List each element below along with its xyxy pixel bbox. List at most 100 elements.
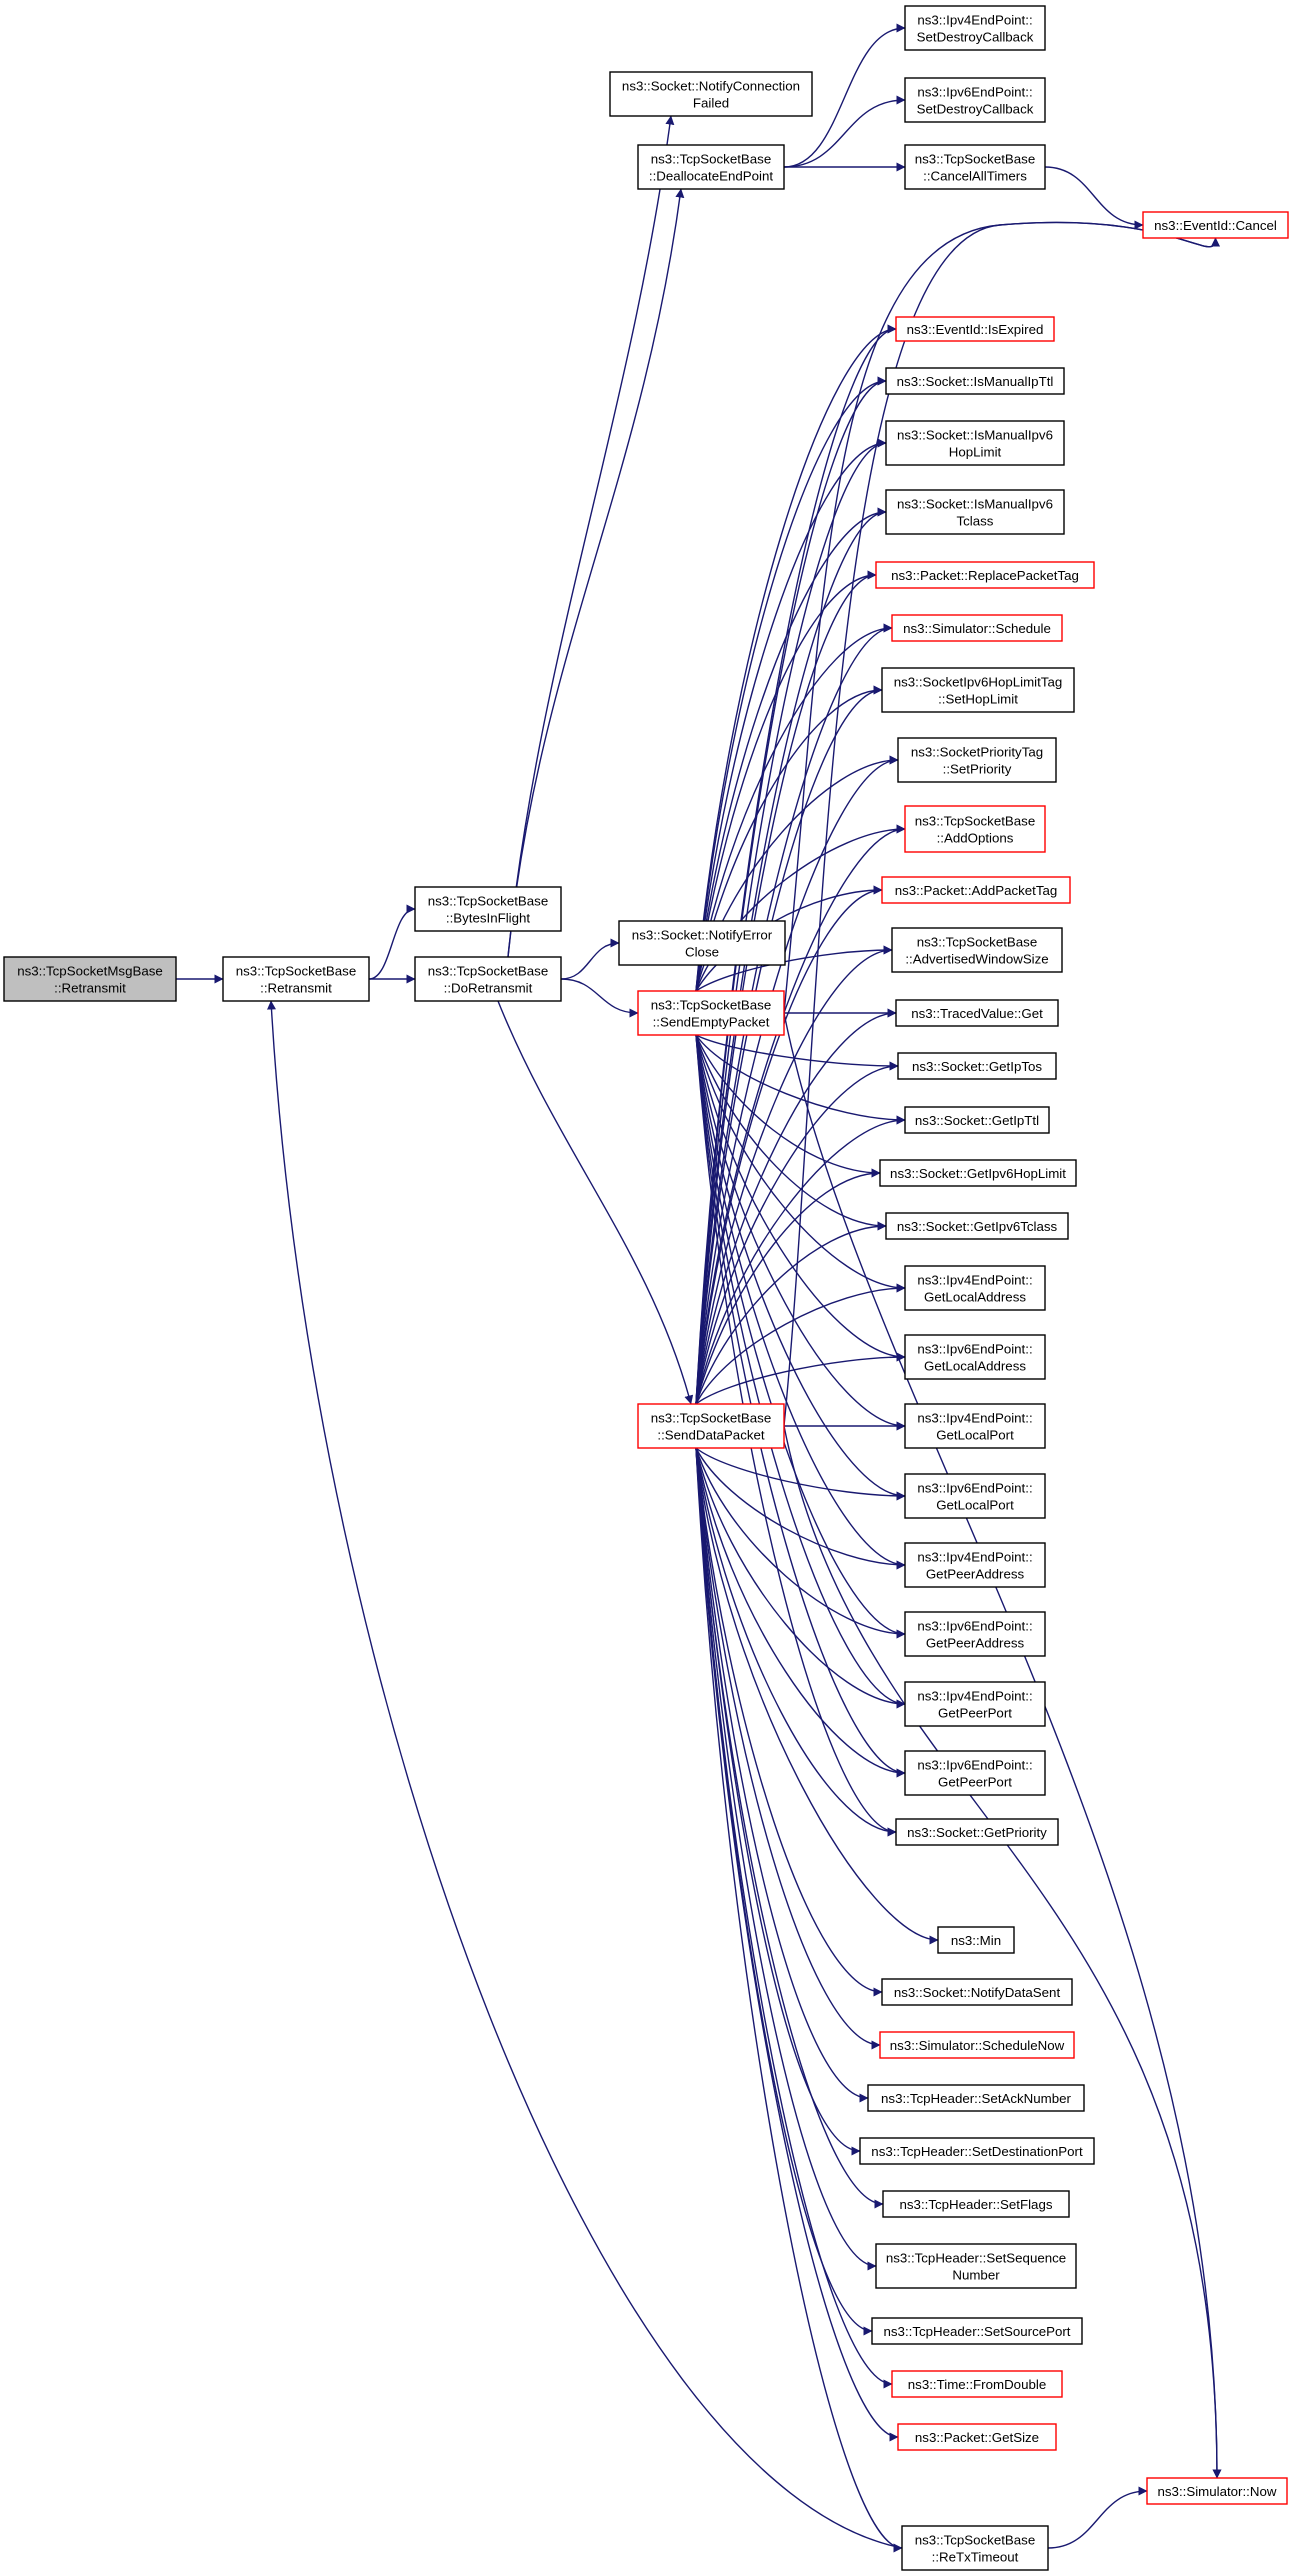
function-node-label: ns3::Socket::IsManualIpTtl (897, 374, 1054, 389)
function-node-label: GetPeerAddress (926, 1567, 1025, 1582)
function-node[interactable]: ns3::Socket::GetIpv6Tclass (885, 1212, 1069, 1240)
function-node[interactable]: ns3::TcpSocketBase::AdvertisedWindowSize (891, 927, 1063, 973)
function-node[interactable]: ns3::Ipv6EndPoint::GetLocalAddress (904, 1334, 1046, 1380)
function-node[interactable]: ns3::TcpSocketBase::CancelAllTimers (904, 144, 1046, 190)
function-node[interactable]: ns3::Ipv4EndPoint::GetPeerAddress (904, 1542, 1046, 1588)
function-node-box (904, 1681, 1046, 1727)
function-node-label: ns3::TcpSocketMsgBase (17, 964, 163, 979)
function-node-box (904, 1750, 1046, 1796)
function-node[interactable]: ns3::Ipv4EndPoint::GetLocalAddress (904, 1265, 1046, 1311)
call-edge (695, 507, 887, 1405)
function-node-label: ns3::Socket::GetIpTtl (915, 1113, 1039, 1128)
function-node-box (895, 999, 1059, 1027)
function-node[interactable]: ns3::Socket::GetIpTtl (904, 1106, 1050, 1134)
function-node-label: ::BytesInFlight (446, 911, 531, 926)
function-node[interactable]: ns3::Socket::GetIpv6HopLimit (879, 1159, 1077, 1187)
function-node-box (609, 71, 813, 117)
function-node[interactable]: ns3::SocketPriorityTag::SetPriority (897, 737, 1057, 783)
function-node[interactable]: ns3::Ipv6EndPoint::GetLocalPort (904, 1473, 1046, 1519)
function-node-box (618, 920, 786, 966)
function-node[interactable]: ns3::TcpSocketBase::ReTxTimeout (901, 2525, 1049, 2571)
function-node[interactable]: ns3::SocketIpv6HopLimitTag::SetHopLimit (881, 667, 1075, 713)
function-node[interactable]: ns3::Ipv4EndPoint::SetDestroyCallback (904, 5, 1046, 51)
call-edge (695, 1447, 884, 2209)
function-node-label: ::SendDataPacket (657, 1428, 764, 1443)
function-node-box (885, 1212, 1069, 1240)
function-node[interactable]: ns3::TcpHeader::SetSourcePort (871, 2317, 1083, 2345)
function-node-box (897, 2423, 1057, 2451)
call-edge (695, 1447, 861, 2156)
call-edge (695, 1447, 906, 1778)
function-node-label: GetPeerPort (938, 1706, 1012, 1721)
function-node[interactable]: ns3::Ipv6EndPoint::SetDestroyCallback (904, 77, 1046, 123)
function-node-box (871, 2317, 1083, 2345)
function-node[interactable]: ns3::TcpSocketBase::DeallocateEndPoint (637, 144, 785, 190)
function-node-label: Failed (693, 96, 729, 111)
function-node[interactable]: ns3::TcpHeader::SetAckNumber (867, 2084, 1085, 2112)
function-node[interactable]: ns3::EventId::IsExpired (895, 316, 1055, 342)
function-node[interactable]: ns3::TcpSocketBase::DoRetransmit (414, 956, 562, 1002)
call-edge (695, 1352, 906, 1405)
function-node[interactable]: ns3::Ipv6EndPoint::GetPeerAddress (904, 1611, 1046, 1657)
call-edge (695, 623, 893, 1405)
call-edge (695, 1034, 881, 1178)
function-node[interactable]: ns3::TcpSocketBase::SendEmptyPacket (637, 990, 785, 1036)
function-node[interactable]: ns3::Socket::GetIpTos (897, 1052, 1057, 1080)
function-node[interactable]: ns3::TcpSocketBase::Retransmit (222, 956, 370, 1002)
function-node[interactable]: ns3::Ipv6EndPoint::GetPeerPort (904, 1750, 1046, 1796)
call-edge (507, 188, 685, 958)
function-node[interactable]: ns3::TcpSocketBase::AddOptions (904, 805, 1046, 853)
call-edge (695, 824, 906, 1405)
function-node-label: ns3::Ipv6EndPoint:: (917, 1619, 1032, 1634)
function-node-box (904, 1334, 1046, 1380)
function-node-box (879, 1159, 1077, 1187)
function-node[interactable]: ns3::TcpSocketBase::BytesInFlight (414, 886, 562, 932)
function-node[interactable]: ns3::EventId::Cancel (1142, 211, 1289, 239)
call-edge (695, 1447, 906, 1709)
function-node-label: ::ReTxTimeout (932, 2550, 1019, 2565)
function-node-label: ns3::SocketPriorityTag (911, 745, 1043, 760)
call-edge (695, 1034, 906, 1362)
function-node[interactable]: ns3::Packet::GetSize (897, 2423, 1057, 2451)
function-node[interactable]: ns3::Socket::NotifyDataSent (881, 1978, 1073, 2006)
function-node-box (637, 1403, 785, 1449)
call-edge (695, 1034, 906, 1639)
call-edge (1047, 2486, 1148, 2549)
function-node[interactable]: ns3::Ipv4EndPoint::GetPeerPort (904, 1681, 1046, 1727)
function-node-label: ns3::Ipv6EndPoint:: (917, 85, 1032, 100)
function-node-label: ns3::Socket::NotifyConnection (622, 79, 800, 94)
call-edges (176, 23, 1222, 2553)
function-node[interactable]: ns3::Packet::ReplacePacketTag (875, 561, 1095, 589)
function-node-label: ns3::EventId::IsExpired (907, 322, 1044, 337)
function-node[interactable]: ns3::Simulator::Schedule (891, 614, 1063, 642)
function-node-label: ::Retransmit (260, 981, 332, 996)
function-node[interactable]: ns3::Simulator::Now (1146, 2477, 1288, 2505)
function-node[interactable]: ns3::TcpHeader::SetFlags (882, 2190, 1070, 2218)
function-node-label: ns3::Socket::NotifyDataSent (894, 1985, 1061, 2000)
function-node[interactable]: ns3::TcpSocketMsgBase::Retransmit (3, 956, 177, 1002)
function-node[interactable]: ns3::Time::FromDouble (891, 2370, 1063, 2398)
function-node-label: SetDestroyCallback (917, 102, 1034, 117)
function-node-label: ns3::TcpHeader::SetAckNumber (881, 2091, 1072, 2106)
function-node[interactable]: ns3::TracedValue::Get (895, 999, 1059, 1027)
function-node[interactable]: ns3::Simulator::ScheduleNow (879, 2031, 1075, 2059)
function-node-box (904, 1542, 1046, 1588)
function-node[interactable]: ns3::Packet::AddPacketTag (881, 876, 1071, 904)
call-edge (695, 1034, 906, 1125)
function-node-box (891, 614, 1063, 642)
function-node-box (904, 1611, 1046, 1657)
function-node-label: GetPeerPort (938, 1775, 1012, 1790)
function-node-label: HopLimit (949, 445, 1002, 460)
function-node[interactable]: ns3::Min (937, 1926, 1015, 1954)
call-edge (695, 1034, 906, 1431)
function-node[interactable]: ns3::Socket::IsManualIpTtl (885, 367, 1065, 395)
function-node[interactable]: ns3::TcpSocketBase::SendDataPacket (637, 1403, 785, 1449)
function-node[interactable]: ns3::Socket::GetPriority (895, 1818, 1059, 1846)
function-node[interactable]: ns3::TcpHeader::SetDestinationPort (859, 2137, 1095, 2165)
function-node[interactable]: ns3::Ipv4EndPoint::GetLocalPort (904, 1403, 1046, 1449)
